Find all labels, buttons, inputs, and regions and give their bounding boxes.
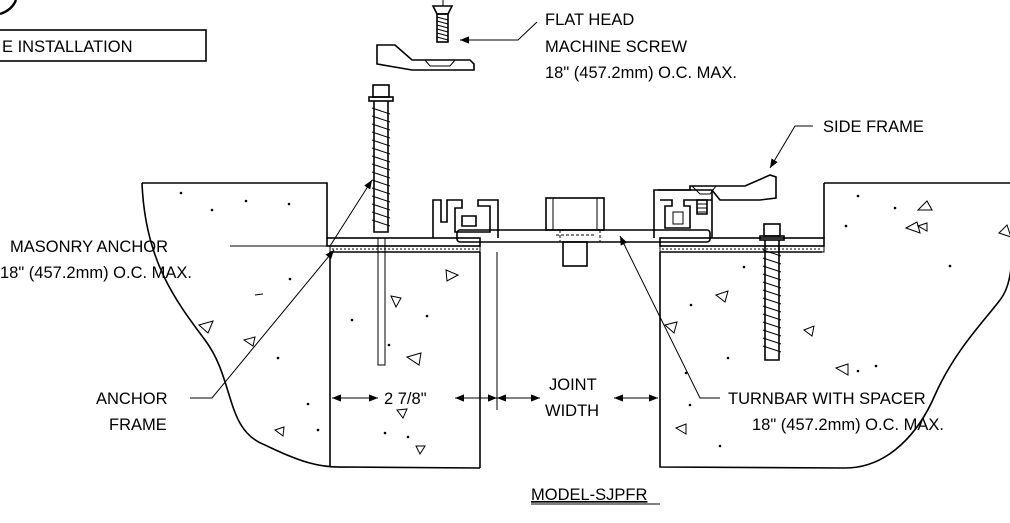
leader-anchor-frame bbox=[190, 249, 335, 399]
turnbar-label-line2: 18" (457.2mm) O.C. MAX. bbox=[752, 416, 944, 434]
screw-label-line3: 18" (457.2mm) O.C. MAX. bbox=[545, 64, 737, 82]
dimension-joint-width bbox=[496, 252, 658, 410]
anchor-frame-label-line2: FRAME bbox=[109, 416, 167, 434]
exploded-frame-piece bbox=[376, 44, 475, 71]
side-frame-label: SIDE FRAME bbox=[823, 118, 924, 136]
spacer bbox=[545, 197, 605, 267]
leader-side-frame bbox=[769, 125, 813, 169]
leader-turnbar bbox=[619, 235, 720, 399]
flat-head-screw bbox=[431, 0, 454, 43]
screw-label-line1: FLAT HEAD bbox=[545, 11, 634, 29]
screw-label-line2: MACHINE SCREW bbox=[545, 38, 688, 56]
joint-width-label-line2: WIDTH bbox=[545, 402, 599, 420]
masonry-anchor-label-line2: 18" (457.2mm) O.C. MAX. bbox=[0, 264, 192, 282]
anchor-frame-label-line1: ANCHOR bbox=[96, 390, 168, 408]
joint-width-label-line1: JOINT bbox=[549, 376, 597, 394]
detail-circle bbox=[0, 0, 18, 16]
turnbar-label-line1: TURNBAR WITH SPACER bbox=[728, 390, 926, 408]
masonry-anchor-exploded bbox=[368, 84, 394, 366]
leader-screw bbox=[460, 21, 538, 44]
title-text: E INSTALLATION bbox=[2, 38, 133, 56]
leader-masonry-anchor bbox=[230, 179, 373, 247]
side-frame bbox=[658, 174, 777, 201]
left-rail-profile bbox=[432, 199, 499, 238]
model-name: MODEL-SJPFR bbox=[531, 486, 648, 504]
anchor-frame-right bbox=[659, 237, 825, 253]
masonry-anchor-installed bbox=[759, 223, 785, 361]
masonry-anchor-label-line1: MASONRY ANCHOR bbox=[10, 238, 168, 256]
left-concrete-slab bbox=[141, 182, 481, 469]
title-box: E INSTALLATION bbox=[0, 29, 207, 62]
turnbar bbox=[456, 229, 711, 243]
frame-width-dimension: 2 7/8" bbox=[384, 390, 427, 408]
